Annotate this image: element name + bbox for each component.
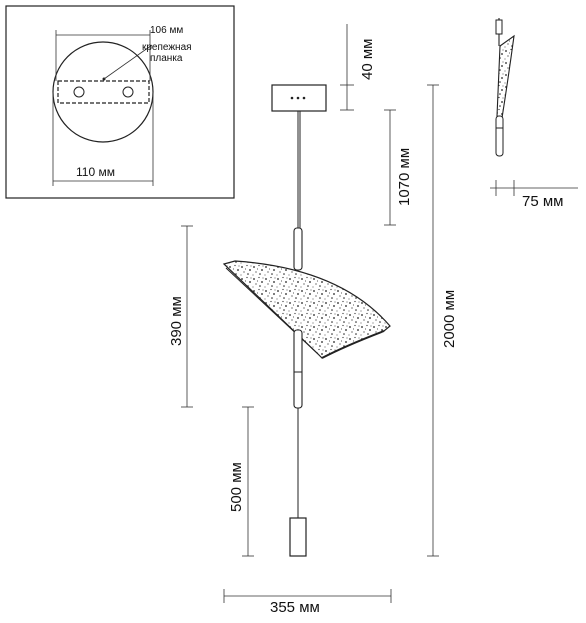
plate-leader-line bbox=[103, 44, 153, 80]
canopy-circle bbox=[52, 41, 154, 143]
cable-length-label: 1070 мм bbox=[396, 148, 413, 206]
mounting-inset: 106 мм крепежная планка 110 мм bbox=[5, 5, 235, 199]
lower-rod bbox=[293, 329, 303, 409]
canopy-diameter-label: 110 мм bbox=[76, 165, 115, 179]
plate-width-label: 106 мм bbox=[150, 25, 183, 36]
canopy-dot bbox=[302, 96, 306, 100]
shade-height-label: 390 мм bbox=[168, 296, 185, 346]
plate-screw-hole-right bbox=[122, 86, 134, 98]
plate-name-line2: планка bbox=[150, 53, 183, 64]
shade-inner-edge bbox=[225, 267, 319, 355]
plate-name-line1: крепежная bbox=[142, 42, 192, 53]
shade-bottom-rim bbox=[321, 330, 385, 359]
counterweight bbox=[289, 517, 307, 557]
mounting-plate-outline bbox=[57, 80, 150, 104]
side-shade bbox=[496, 34, 515, 119]
upper-rod bbox=[293, 227, 303, 271]
side-canopy bbox=[495, 19, 503, 35]
side-rod bbox=[495, 115, 504, 157]
lamp-front-view bbox=[222, 84, 391, 557]
total-height-label: 2000 мм bbox=[441, 290, 458, 348]
total-width-label: 355 мм bbox=[270, 599, 320, 616]
plate-screw-hole-left bbox=[73, 86, 85, 98]
inset-frame bbox=[5, 5, 235, 199]
canopy-dot bbox=[296, 96, 300, 100]
dimension-annotations: 40 мм 1070 мм 2000 мм 390 мм 500 мм 355 … bbox=[168, 24, 458, 616]
canopy-height-label: 40 мм bbox=[359, 39, 376, 80]
lower-cable-label: 500 мм bbox=[228, 462, 245, 512]
canopy-dot bbox=[290, 96, 294, 100]
lamp-side-view: 75 мм bbox=[490, 18, 578, 210]
side-depth-label: 75 мм bbox=[522, 193, 563, 210]
